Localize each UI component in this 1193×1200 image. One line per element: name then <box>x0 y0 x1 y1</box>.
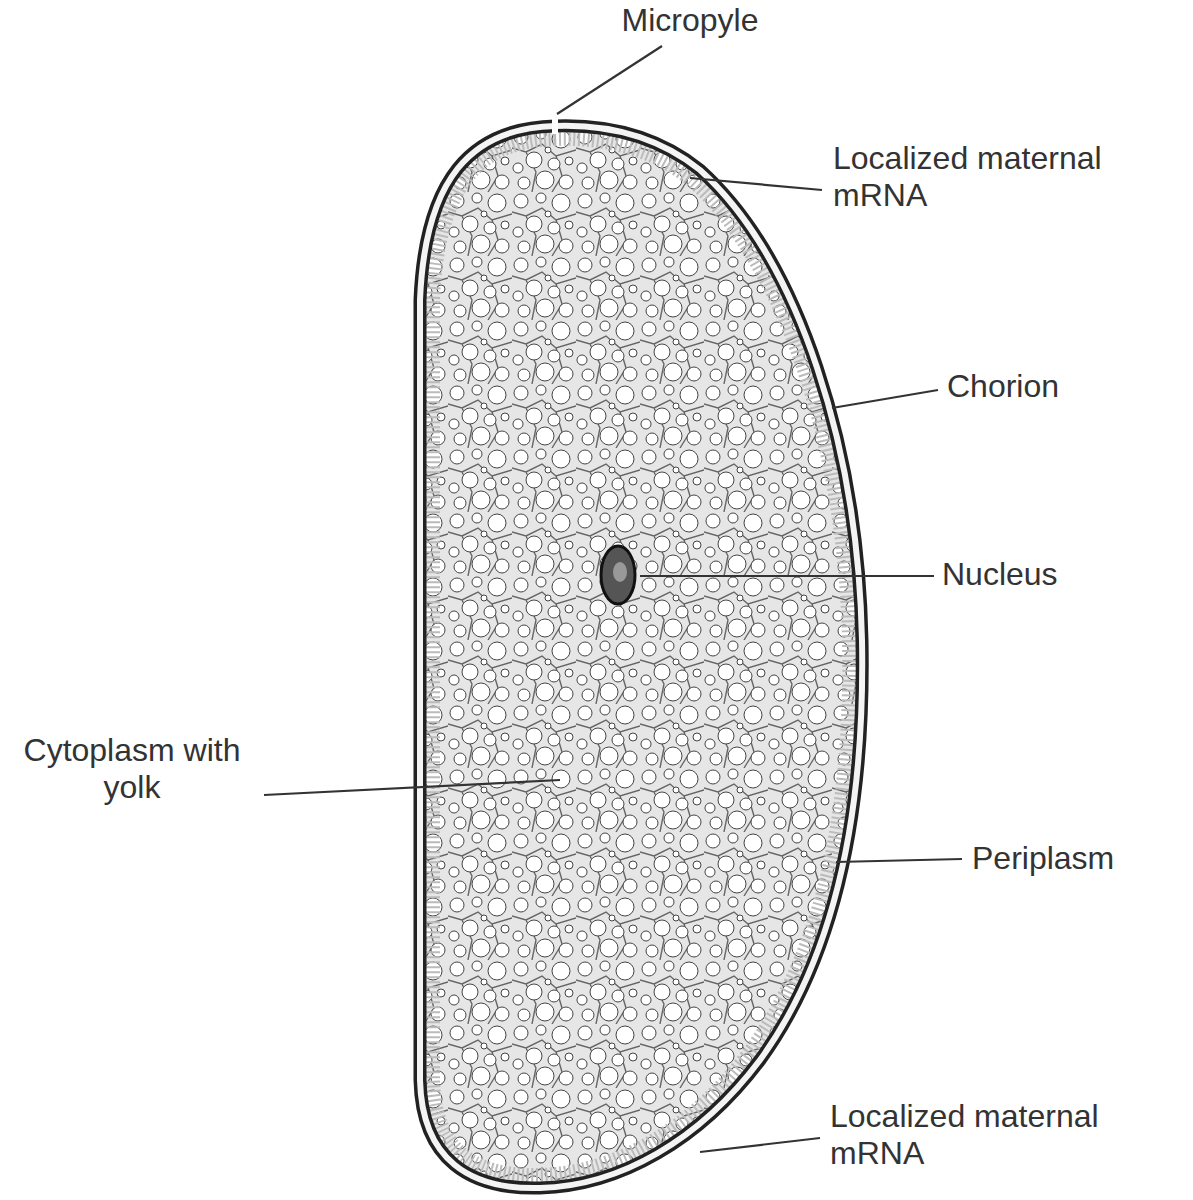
part-label: Localized maternal mRNA <box>833 140 1163 214</box>
egg-body <box>420 116 862 1188</box>
part-label: Periplasm <box>972 840 1182 877</box>
part-label: Nucleus <box>942 556 1172 593</box>
part-label: Micropyle <box>600 2 780 39</box>
part-label: Cytoplasm with yolk <box>6 732 258 806</box>
part-label: Chorion <box>947 368 1167 405</box>
nucleus-symbol <box>601 546 635 604</box>
part-label: Localized maternal mRNA <box>830 1098 1160 1172</box>
